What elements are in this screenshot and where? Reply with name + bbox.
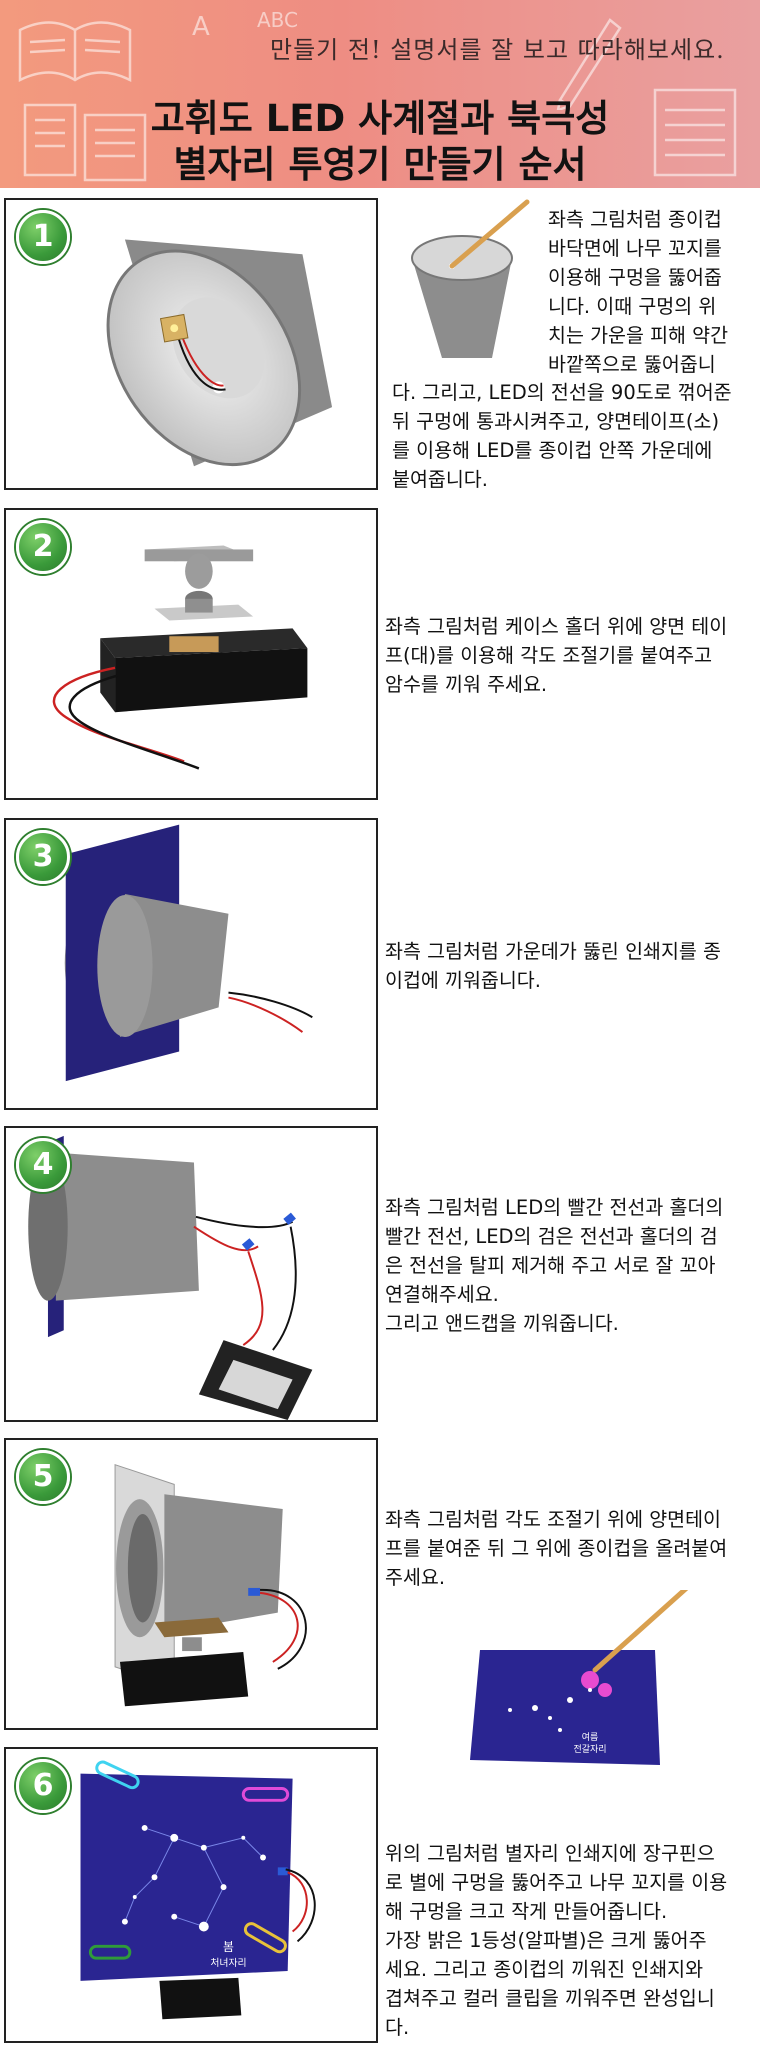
step-1-text-bottom: 다. 그리고, LED의 전선을 90도로 꺾어준 뒤 구멍에 통과시켜주고, … [392,381,732,491]
header-banner: A ABC 만들기 전! 설명서를 잘 보고 따라해보세요. 고휘도 LED 사… [0,0,760,188]
small-card-constellation: 전갈자리 [573,1744,606,1755]
page-title-line2: 별자리 투영기 만들기 순서 [173,143,587,186]
step-5-text: 좌측 그림처럼 각도 조절기 위에 양면테이 프를 붙여준 뒤 그 위에 종이컵… [385,1508,728,1589]
step-5-badge: 5 [16,1450,70,1504]
doodle-papers-icon [23,103,147,182]
page-title-line1: 고휘도 LED 사계절과 북극성 [150,97,610,140]
big-card-season: 봄 [223,1940,234,1954]
cup-and-skewer-illustration [411,199,530,358]
star-paper-with-pin-illustration: 여름 전갈자리 [470,1590,689,1765]
green-clip-icon [88,1944,132,1960]
doodle-letter-a: A [192,12,210,42]
finished-projector-illustration: 봄 처녀자리 [80,1760,316,2020]
wire-connection-illustration [28,1135,313,1420]
step-4-text: 좌측 그림처럼 LED의 빨간 전선과 홀더의 빨간 전선, LED의 검은 전… [385,1196,724,1335]
yellow-clip-icon [243,1922,287,1954]
step-2-image: 2 [4,508,378,800]
doodle-letters-abc: ABC [257,8,299,32]
step-2-badge: 2 [16,520,70,574]
step-5-image: 5 [4,1438,378,1730]
doodle-book-icon [18,21,132,83]
doodle-pencil-icon [556,18,622,110]
step-3-badge: 3 [16,830,70,884]
step-6-badge: 6 [16,1759,70,1813]
step-4-image: 4 [4,1126,378,1422]
pink-clip-icon [241,1786,290,1802]
doodle-notebook-icon [653,88,737,177]
cup-through-paper-illustration [64,824,313,1082]
small-card-season: 여름 [582,1731,599,1743]
step-6-image: 6 봄 처녀자리 [4,1747,378,2043]
step-1-text-top: 좌측 그림처럼 종이컵 바닥면에 나무 꼬지를 이용해 구멍을 뚫어줍 니다. … [548,208,729,376]
cup-with-led-illustration [106,239,333,467]
cyan-clip-icon [95,1760,140,1790]
step-4-badge: 4 [16,1138,70,1192]
big-card-constellation: 처녀자리 [210,1957,246,1969]
step-2-text: 좌측 그림처럼 케이스 홀더 위에 양면 테이 프(대)를 이용해 각도 조절기… [385,615,728,696]
assembled-projector-illustration [114,1463,307,1707]
step-3-image: 3 [4,818,378,1110]
step-1-image: 1 [4,198,378,490]
battery-holder-illustration [52,545,308,770]
step-3-text: 좌측 그림처럼 가운데가 뚫린 인쇄지를 종 이컵에 끼워줍니다. [385,940,721,992]
banner-subtitle: 만들기 전! 설명서를 잘 보고 따라해보세요. [270,36,725,64]
step-1-badge: 1 [16,210,70,264]
step-6-text: 위의 그림처럼 별자리 인쇄지에 장구핀으 로 별에 구멍을 뚫어주고 나무 꼬… [385,1842,728,2039]
